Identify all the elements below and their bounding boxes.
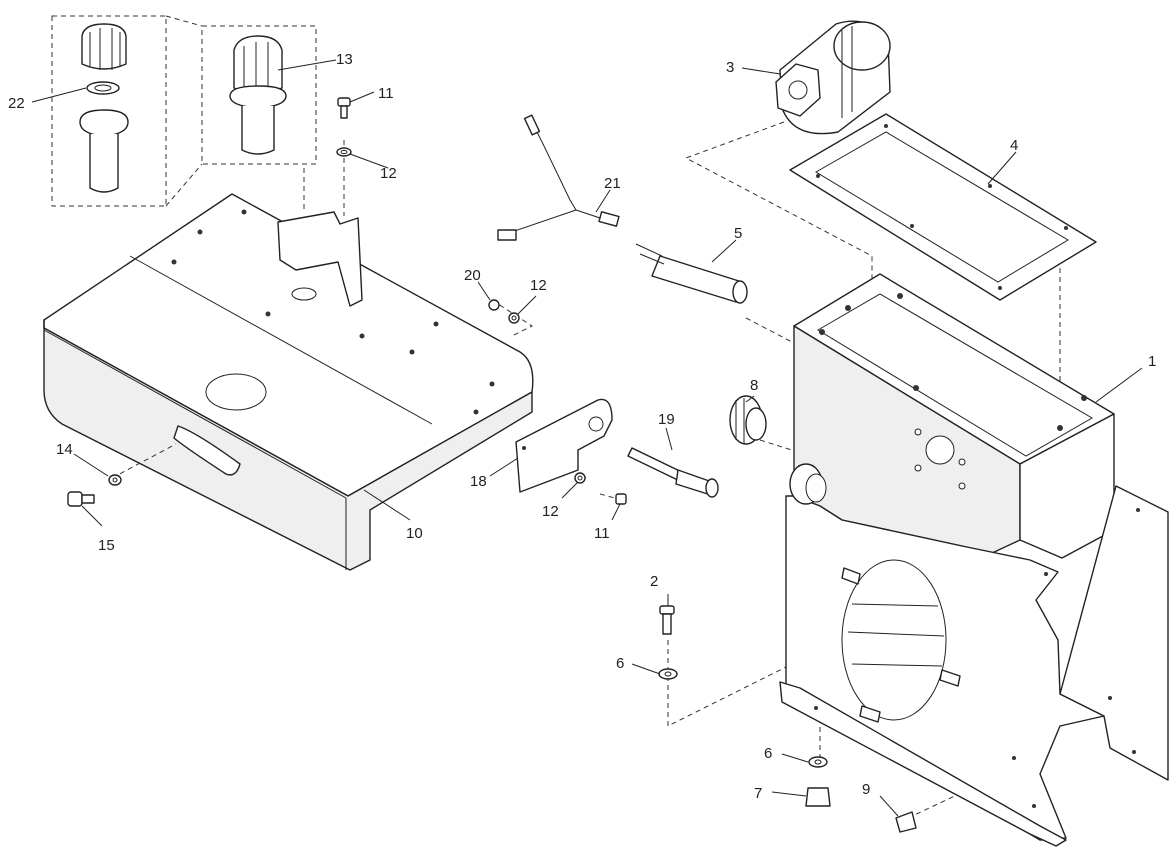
detail-box-22 [51, 15, 167, 207]
callout-14: 14 [56, 441, 73, 458]
part-2-bolt [659, 605, 675, 635]
callout-15: 15 [98, 537, 115, 554]
part-4-gasket [789, 113, 1097, 301]
callout-9: 9 [862, 781, 870, 798]
callout-2: 2 [650, 573, 658, 590]
part-10-cover [43, 193, 534, 571]
callout-10: 10 [406, 525, 423, 542]
callout-8: 8 [750, 377, 758, 394]
callout-1: 1 [1148, 353, 1156, 370]
part-3-filter [775, 20, 891, 135]
part-20-nut [488, 299, 500, 311]
part-21-harness [497, 114, 620, 241]
part-12-washer-mid [508, 312, 520, 324]
callout-19: 19 [658, 411, 675, 428]
part-12-washer-top [336, 147, 352, 157]
leader-lines [31, 59, 1143, 817]
part-6-washer-a [658, 668, 678, 680]
part-14-washer [108, 474, 122, 486]
callout-7: 7 [754, 785, 762, 802]
callout-11a: 11 [378, 85, 394, 102]
callout-22: 22 [8, 95, 25, 112]
part-18-bracket [515, 398, 613, 493]
part-8-fitting [729, 395, 767, 445]
detail-box-13 [201, 25, 317, 165]
callout-5: 5 [734, 225, 742, 242]
callout-13: 13 [336, 51, 353, 68]
part-11-screw-top [337, 97, 351, 119]
part-6-washer-b [808, 756, 828, 768]
part-11-screw-low [615, 493, 627, 505]
part-5-sender [635, 243, 748, 304]
part-19-sensor [627, 447, 719, 498]
part-15-screw [67, 491, 95, 507]
part-1-tank [779, 273, 1169, 847]
callout-18: 18 [470, 473, 487, 490]
callout-12a: 12 [380, 165, 397, 182]
callout-6a: 6 [616, 655, 624, 672]
part-7-nut [805, 787, 831, 807]
callout-12c: 12 [542, 503, 559, 520]
callout-3: 3 [726, 59, 734, 76]
part-12-washer-low [574, 472, 586, 484]
callout-20: 20 [464, 267, 481, 284]
callout-4: 4 [1010, 137, 1018, 154]
part-9-plug [895, 811, 917, 833]
callout-21: 21 [604, 175, 621, 192]
callout-11b: 11 [594, 525, 610, 542]
callout-labels: 1 2 3 4 5 6 6 7 8 9 10 11 11 12 12 12 13… [8, 51, 1156, 802]
callout-12b: 12 [530, 277, 547, 294]
callout-6b: 6 [764, 745, 772, 762]
